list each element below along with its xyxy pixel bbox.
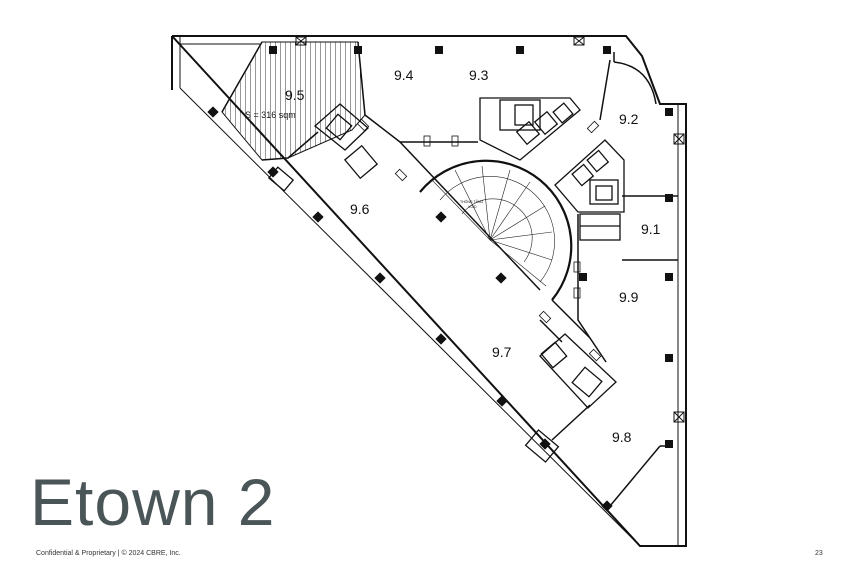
unit-9-5-label: 9.5	[285, 87, 305, 103]
unit-9-8-label: 9.8	[612, 429, 632, 445]
page-title: Etown 2	[30, 465, 276, 539]
building-outline	[171, 35, 687, 547]
void-label: THÔNG TẦNG	[460, 199, 484, 204]
shaft-markers	[295, 36, 685, 423]
structural-columns	[207, 46, 673, 512]
page-number: 23	[815, 550, 823, 557]
unit-9-2-label: 9.2	[619, 111, 639, 127]
footer-confidential: Confidential & Proprietary | © 2024 CBRE…	[36, 550, 181, 557]
unit-9-4-label: 9.4	[394, 67, 414, 83]
unit-9-9-label: 9.9	[619, 289, 639, 305]
unit-9-7-label: 9.7	[492, 344, 512, 360]
core-cores	[267, 97, 625, 463]
unit-9-5-area: S = 316 sqm	[245, 110, 296, 120]
unit-9-3-label: 9.3	[469, 67, 489, 83]
unit-9-1-label: 9.1	[641, 221, 661, 237]
door-symbols	[356, 118, 602, 362]
void-stair-lines	[431, 165, 555, 287]
unit-9-6-label: 9.6	[350, 201, 370, 217]
void-sublabel: VOID	[468, 205, 477, 209]
